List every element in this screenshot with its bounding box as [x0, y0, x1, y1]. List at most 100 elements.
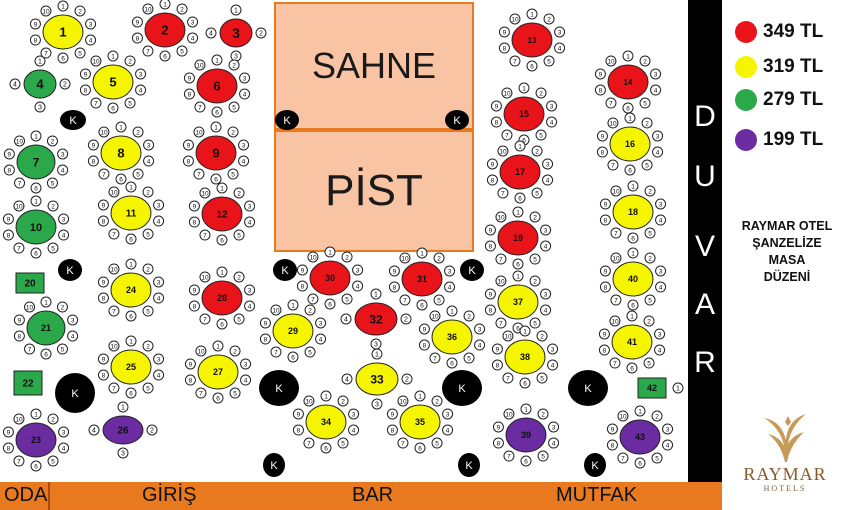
table-top[interactable] — [305, 404, 347, 440]
chair-number: 8 — [599, 88, 603, 95]
table-42[interactable]: 142 — [637, 377, 684, 399]
table-top[interactable] — [637, 377, 667, 399]
table-top[interactable] — [16, 144, 56, 180]
table-top[interactable] — [504, 339, 546, 375]
chair-number: 4 — [446, 428, 450, 435]
table-top[interactable] — [102, 415, 144, 445]
table-top[interactable] — [195, 135, 237, 171]
table-number: 36 — [447, 332, 457, 342]
table-top[interactable] — [619, 419, 661, 455]
table-top[interactable] — [196, 68, 238, 104]
table-top[interactable] — [499, 154, 541, 190]
chair — [303, 437, 315, 449]
table-top[interactable] — [42, 14, 84, 50]
chair — [182, 155, 194, 167]
table-20[interactable]: 20 — [15, 272, 45, 294]
table-top[interactable] — [607, 64, 649, 100]
table-top[interactable] — [26, 310, 66, 346]
table-top[interactable] — [23, 69, 57, 99]
chair — [9, 78, 21, 90]
table-top[interactable] — [197, 354, 239, 390]
table-22[interactable]: 22 — [13, 370, 43, 396]
table-top[interactable] — [15, 272, 45, 294]
table-top[interactable] — [505, 417, 547, 453]
table-top[interactable] — [399, 404, 441, 440]
table-top[interactable] — [431, 319, 473, 355]
table-top[interactable] — [401, 261, 443, 297]
table-top[interactable] — [110, 349, 152, 385]
table-top[interactable] — [503, 96, 545, 132]
table-top[interactable] — [355, 362, 399, 396]
table-top[interactable] — [497, 284, 539, 320]
table-number: 40 — [628, 274, 638, 284]
table-top[interactable] — [497, 220, 539, 256]
table-top[interactable] — [219, 18, 253, 48]
table-number: 42 — [647, 383, 657, 393]
table-top[interactable] — [13, 370, 43, 396]
chair — [599, 214, 611, 226]
table-top[interactable] — [100, 135, 142, 171]
table-top[interactable] — [354, 302, 398, 336]
table-top[interactable] — [110, 272, 152, 308]
table-top[interactable] — [609, 126, 651, 162]
chair — [57, 164, 69, 176]
table-top[interactable] — [611, 324, 653, 360]
table-top[interactable] — [110, 195, 152, 231]
table-top[interactable] — [15, 422, 57, 458]
table-top[interactable] — [309, 260, 351, 296]
table-top[interactable] — [15, 209, 57, 245]
chair-number: 10 — [26, 304, 34, 311]
table-top[interactable] — [511, 22, 553, 58]
chair — [159, 0, 171, 10]
table-top[interactable] — [201, 280, 243, 316]
table-top[interactable] — [92, 64, 134, 100]
table-top[interactable] — [612, 194, 654, 230]
table-top[interactable] — [201, 196, 243, 232]
table-top[interactable] — [144, 12, 186, 48]
table-number: 2 — [161, 23, 168, 38]
table-top[interactable] — [612, 261, 654, 297]
table-top[interactable] — [272, 313, 314, 349]
chair — [292, 408, 304, 420]
